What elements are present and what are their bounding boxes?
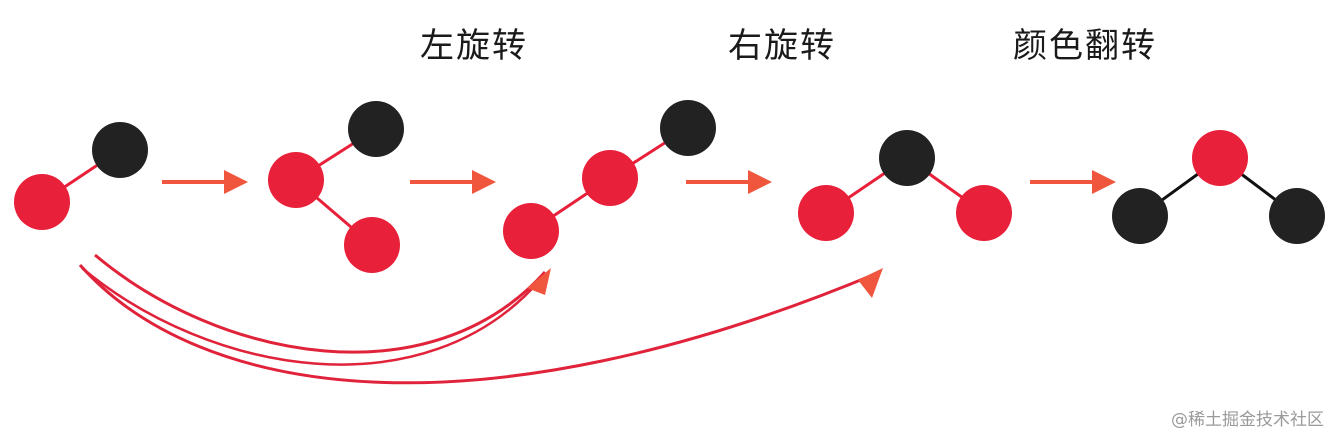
node-red (344, 217, 400, 273)
stage-5-tree (1112, 130, 1325, 244)
curve-head-stage3 (527, 268, 551, 295)
watermark: @稀土掘金技术社区 (1171, 410, 1324, 430)
curved-arrows (78, 253, 883, 385)
arrow-4 (1030, 170, 1116, 194)
label-right-rotate: 右旋转 (728, 26, 836, 66)
label-color-flip: 颜色翻转 (1013, 26, 1157, 66)
node-black (92, 122, 148, 178)
node-red (956, 185, 1012, 241)
node-red (798, 185, 854, 241)
node-red (1192, 130, 1248, 186)
arrow-3 (686, 170, 772, 194)
curve-to-stage3 (94, 253, 547, 354)
curve-head-stage4 (858, 268, 883, 298)
stage-3-tree (503, 100, 716, 259)
stage-4-tree (798, 130, 1012, 241)
node-black (879, 130, 935, 186)
node-black (348, 101, 404, 157)
node-red (582, 150, 638, 206)
node-red (14, 174, 70, 230)
stage-arrows (162, 170, 1116, 194)
arrow-2 (410, 170, 496, 194)
label-left-rotate: 左旋转 (420, 26, 528, 66)
node-red (503, 203, 559, 259)
stage-2-tree (268, 101, 404, 273)
curve-to-stage3-inner (81, 267, 541, 366)
node-black (1269, 188, 1325, 244)
curve-to-stage4 (78, 264, 881, 385)
node-red (268, 152, 324, 208)
node-black (660, 100, 716, 156)
stage-1-tree (14, 122, 148, 230)
node-black (1112, 188, 1168, 244)
arrow-1 (162, 170, 248, 194)
